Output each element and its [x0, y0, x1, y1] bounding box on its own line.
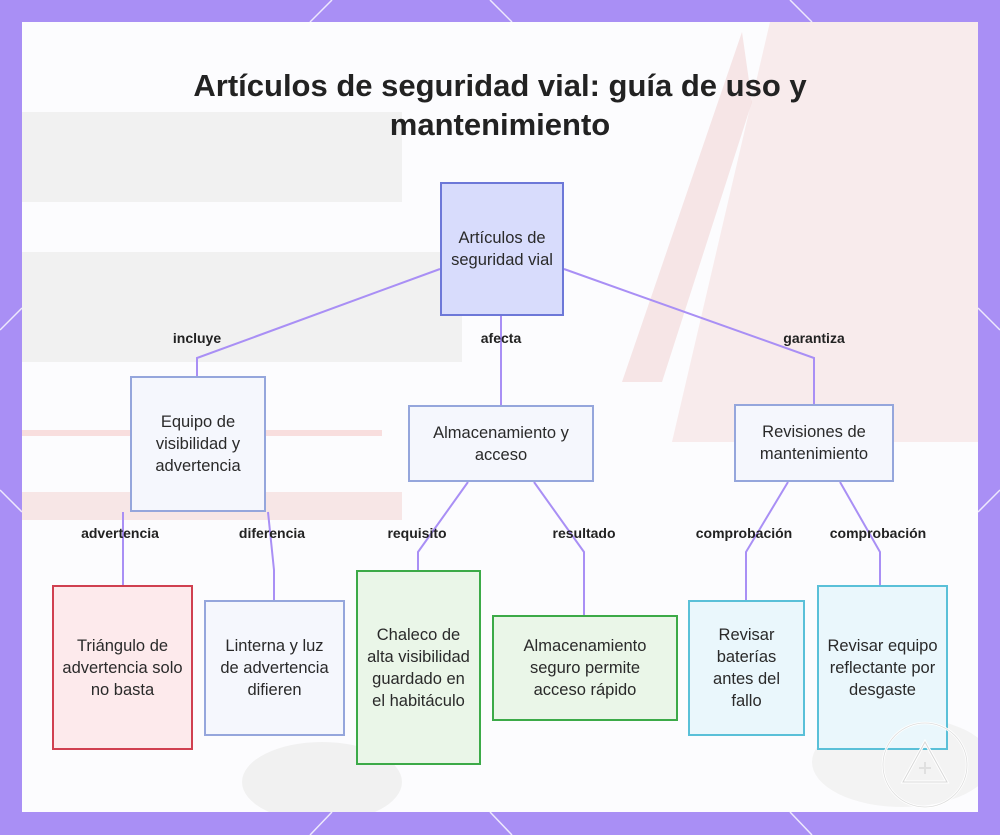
node-maintenance-label: Revisiones de mantenimiento [759, 423, 869, 463]
node-vest-label: Chaleco de alta visibilidad guardado en … [367, 625, 470, 710]
node-root-label: Artículos de seguridad vial [451, 229, 553, 269]
link-requisito [417, 481, 469, 570]
node-secure-storage-label: Almacenamiento seguro permite acceso ráp… [523, 637, 647, 699]
node-flashlight-label: Linterna y luz de advertencia difieren [220, 637, 329, 699]
link-garantiza [563, 268, 815, 404]
diagram-canvas: Artículos de seguridad vial: guía de uso… [22, 22, 978, 812]
node-triangle-label: Triángulo de advertencia solo no basta [62, 636, 183, 699]
node-visibility-label: Equipo de visibilidad y advertencia [155, 413, 241, 475]
connector-lines [122, 268, 881, 615]
node-reflective-label: Revisar equipo reflectante por desgaste [827, 636, 938, 699]
edge-label-incluye: incluye [172, 330, 222, 346]
edge-label-garantiza: garantiza [783, 330, 845, 346]
link-comprobacion-2 [839, 481, 881, 585]
warning-triangle-icon [881, 721, 969, 809]
link-diferencia [267, 511, 275, 600]
link-incluye [196, 268, 441, 376]
node-secure-storage: Almacenamiento seguro permite acceso ráp… [492, 615, 678, 721]
edge-label-afecta: afecta [480, 330, 522, 346]
edge-label-resultado: resultado [552, 525, 616, 541]
node-flashlight: Linterna y luz de advertencia difieren [204, 600, 345, 736]
node-visibility: Equipo de visibilidad y advertencia [130, 376, 266, 512]
link-comprobacion-1 [745, 481, 789, 600]
edge-label-comprobacion-1: comprobación [695, 525, 793, 541]
node-root: Artículos de seguridad vial [440, 182, 564, 316]
node-vest: Chaleco de alta visibilidad guardado en … [356, 570, 481, 765]
node-storage-label: Almacenamiento y acceso [433, 423, 569, 464]
edge-label-requisito: requisito [387, 525, 447, 541]
node-triangle: Triángulo de advertencia solo no basta [52, 585, 193, 750]
node-maintenance: Revisiones de mantenimiento [734, 404, 894, 482]
link-resultado [533, 481, 585, 615]
edge-label-comprobacion-2: comprobación [829, 525, 927, 541]
node-batteries: Revisar baterías antes del fallo [688, 600, 805, 736]
diagram-title: Artículos de seguridad vial: guía de uso… [193, 68, 807, 142]
node-batteries-label: Revisar baterías antes del fallo [713, 626, 780, 710]
edge-label-advertencia: advertencia [81, 525, 159, 541]
node-storage: Almacenamiento y acceso [408, 405, 594, 482]
edge-label-diferencia: diferencia [238, 525, 306, 541]
